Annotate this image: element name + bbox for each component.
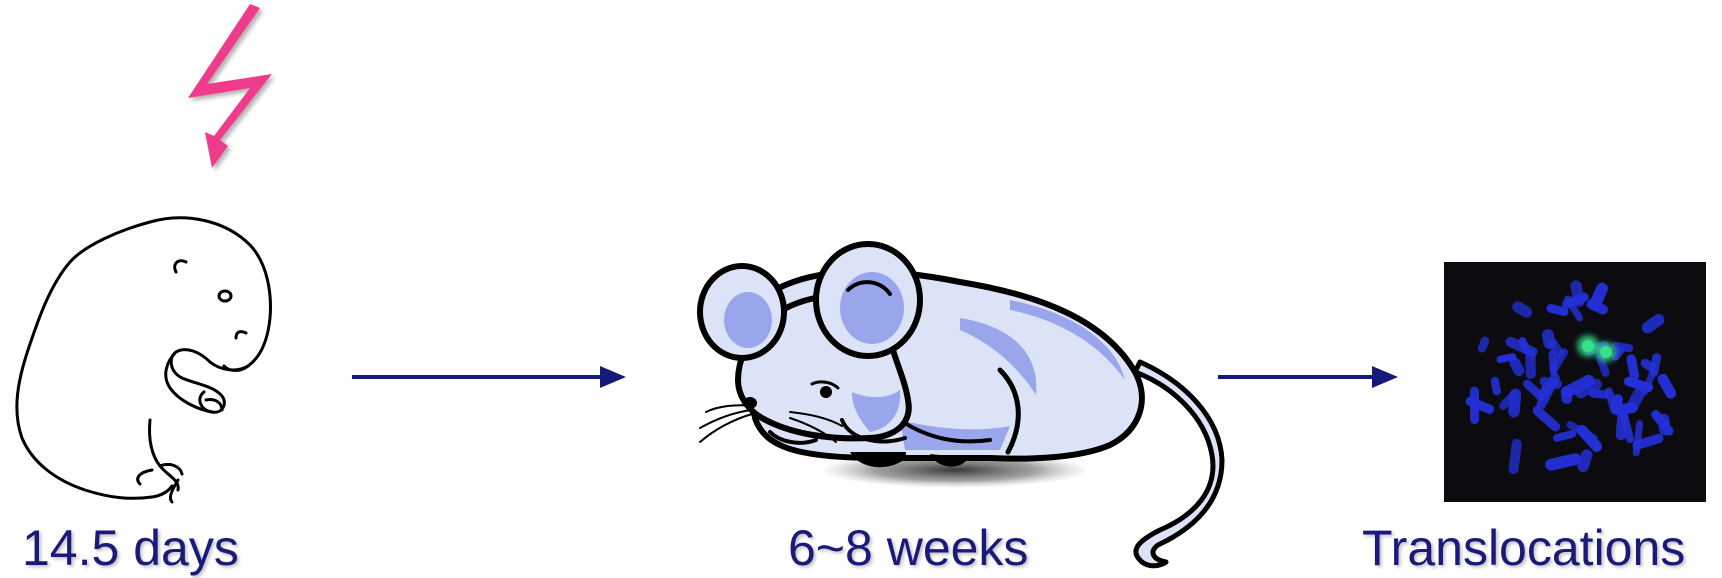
adult-age-caption: 6~8 weeks [788,518,1028,578]
mouse-embryo-drawing [17,218,271,502]
lightning-bolt-icon [188,4,272,168]
translocations-caption: Translocations [1362,518,1685,578]
arrow-embryo-to-adult [352,366,626,388]
embryo-age-caption: 14.5 days [22,518,239,578]
arrow-adult-to-translocations [1218,366,1398,388]
metaphase-spread-fish-image [1444,262,1706,502]
chromosome [1525,349,1536,379]
chromosome [1470,387,1479,424]
